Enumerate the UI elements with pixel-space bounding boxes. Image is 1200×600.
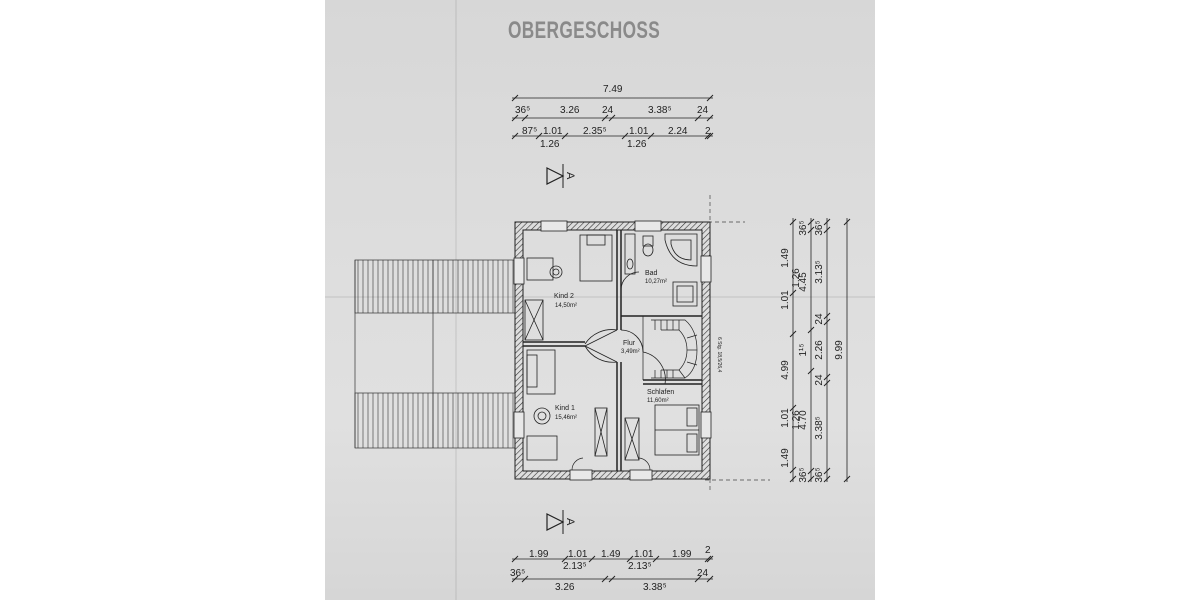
dim-top-2-e: 24 — [697, 105, 709, 116]
doors — [584, 271, 666, 385]
svg-text:1.01: 1.01 — [780, 408, 791, 428]
dim-top-3-f: 2 — [705, 126, 711, 137]
room-kind2-area: 14,50m² — [555, 303, 577, 309]
right-dimension-labels: 1.49 1.01 4.99 1.01 1.49 1.26 1.26 36⁵ 4… — [780, 220, 845, 482]
balcony-railing-top — [357, 260, 514, 313]
dim-bottom-1-sub-b: 2.13⁵ — [628, 561, 652, 572]
windows — [513, 220, 712, 481]
paper-fold-vertical — [455, 0, 457, 600]
room-bad-area: 10,27m² — [645, 279, 667, 285]
svg-text:24: 24 — [814, 374, 825, 386]
balcony-railing-bottom — [357, 393, 514, 448]
room-schlafen-name: Schlafen — [647, 389, 674, 396]
staircase — [642, 316, 698, 380]
floor-plan-drawing: 7.49 36⁵ 3.26 24 3.38⁵ 24 87⁵ 1.01 2.35⁵… — [354, 84, 851, 593]
dim-top-3-b: 1.01 — [543, 126, 563, 137]
svg-text:1.26: 1.26 — [791, 410, 802, 430]
dim-top-3-sub-a: 1.26 — [540, 139, 560, 150]
room-flur-area: 3,49m² — [621, 349, 640, 355]
dim-top-2-d: 3.38⁵ — [648, 105, 672, 116]
dim-top-3-a: 87⁵ — [522, 126, 537, 137]
dim-bottom-1-d: 1.01 — [634, 549, 654, 560]
dim-top-2-c: 24 — [602, 105, 614, 116]
dim-bottom-2-c: 3.38⁵ — [643, 582, 667, 593]
svg-text:36⁵: 36⁵ — [798, 467, 809, 482]
dim-bottom-1-b: 1.01 — [568, 549, 588, 560]
dim-top-3-e: 2.24 — [668, 126, 688, 137]
svg-text:4.45: 4.45 — [798, 272, 809, 292]
dim-bottom-1-c: 1.49 — [601, 549, 621, 560]
svg-text:9.99: 9.99 — [834, 340, 845, 360]
dim-bottom-1-e: 1.99 — [672, 549, 692, 560]
room-kind2-name: Kind 2 — [554, 293, 574, 300]
section-lines — [680, 195, 770, 492]
room-bad-name: Bad — [645, 270, 658, 277]
svg-text:A: A — [564, 518, 576, 526]
dim-top-3-d: 1.01 — [629, 126, 649, 137]
dim-top-3-sub-b: 1.26 — [627, 139, 647, 150]
svg-text:3.13⁵: 3.13⁵ — [814, 260, 825, 284]
dim-bottom-2-a: 36⁵ — [510, 568, 525, 579]
section-marker-bottom: A — [546, 510, 576, 534]
svg-text:A: A — [564, 172, 576, 180]
svg-text:1.49: 1.49 — [780, 448, 791, 468]
dim-bottom-1-sub-a: 2.13⁵ — [563, 561, 587, 572]
svg-text:1.01: 1.01 — [780, 290, 791, 310]
exterior-walls — [514, 221, 711, 480]
interior-walls — [523, 230, 702, 471]
top-dimension-chains — [511, 94, 714, 140]
svg-text:36⁵: 36⁵ — [814, 220, 825, 235]
svg-text:36⁵: 36⁵ — [814, 467, 825, 482]
svg-text:4.70: 4.70 — [798, 410, 809, 430]
svg-text:4.99: 4.99 — [780, 360, 791, 380]
right-dimension-chains — [789, 218, 851, 483]
balcony-doors — [571, 457, 651, 471]
balcony-railing — [354, 259, 516, 449]
dim-bottom-2-d: 24 — [697, 568, 709, 579]
room-flur-name: Flur — [623, 340, 636, 347]
stair-note: 6 Stg. 18,5/26,4 — [716, 337, 722, 373]
paper-fold-horizontal — [325, 296, 875, 298]
plan-sheet: OBERGESCHOSS 7.49 36⁵ 3.26 24 3.38⁵ 24 8… — [325, 0, 875, 600]
dim-bottom-1-f: 2 — [705, 545, 711, 556]
dim-overall-width: 7.49 — [603, 84, 623, 95]
svg-text:24: 24 — [814, 313, 825, 325]
svg-text:1.26: 1.26 — [791, 268, 802, 288]
section-marker-top: A — [546, 164, 576, 188]
dim-top-2-a: 36⁵ — [515, 105, 530, 116]
furniture — [524, 233, 700, 461]
room-schlafen-area: 11,60m² — [647, 398, 669, 404]
bottom-dimension-chains — [511, 555, 714, 583]
dim-top-3-c: 2.35⁵ — [583, 126, 607, 137]
svg-text:2.26: 2.26 — [814, 340, 825, 360]
room-kind1-area: 15,46m² — [555, 415, 577, 421]
svg-text:36⁵: 36⁵ — [798, 220, 809, 235]
dim-top-2-b: 3.26 — [560, 105, 580, 116]
svg-text:1¹⁵: 1¹⁵ — [798, 343, 809, 356]
dim-bottom-2-b: 3.26 — [555, 582, 575, 593]
svg-text:3.38⁵: 3.38⁵ — [814, 416, 825, 440]
dim-bottom-1-a: 1.99 — [529, 549, 549, 560]
svg-text:1.49: 1.49 — [780, 248, 791, 268]
room-kind1-name: Kind 1 — [555, 405, 575, 412]
plan-title: OBERGESCHOSS — [508, 17, 661, 44]
